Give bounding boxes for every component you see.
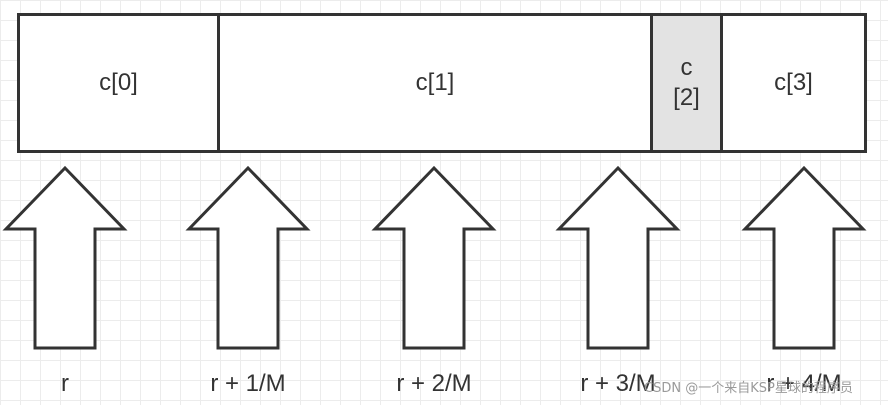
label-r: r bbox=[61, 370, 69, 397]
cell-c3: c[3] bbox=[723, 16, 864, 150]
up-arrow-icon-r-2m bbox=[371, 165, 497, 350]
up-arrow-icon-r-1m bbox=[185, 165, 311, 350]
cell-c2-highlighted: c[2] bbox=[653, 16, 723, 150]
cell-c0: c[0] bbox=[20, 16, 220, 150]
label-r-4m: r + 4/M bbox=[766, 370, 842, 397]
label-r-3m: r + 3/M bbox=[580, 370, 656, 397]
watermark: CSDN @一个来自KSP星球的程序员 bbox=[644, 381, 853, 396]
up-arrow-icon-r-3m bbox=[555, 165, 681, 350]
cell-array: c[0] c[1] c[2] c[3] bbox=[17, 13, 867, 153]
up-arrow-icon-r-4m bbox=[741, 165, 867, 350]
label-r-1m: r + 1/M bbox=[210, 370, 286, 397]
cell-c1: c[1] bbox=[220, 16, 653, 150]
label-r-2m: r + 2/M bbox=[396, 370, 472, 397]
up-arrow-icon-r bbox=[2, 165, 128, 350]
